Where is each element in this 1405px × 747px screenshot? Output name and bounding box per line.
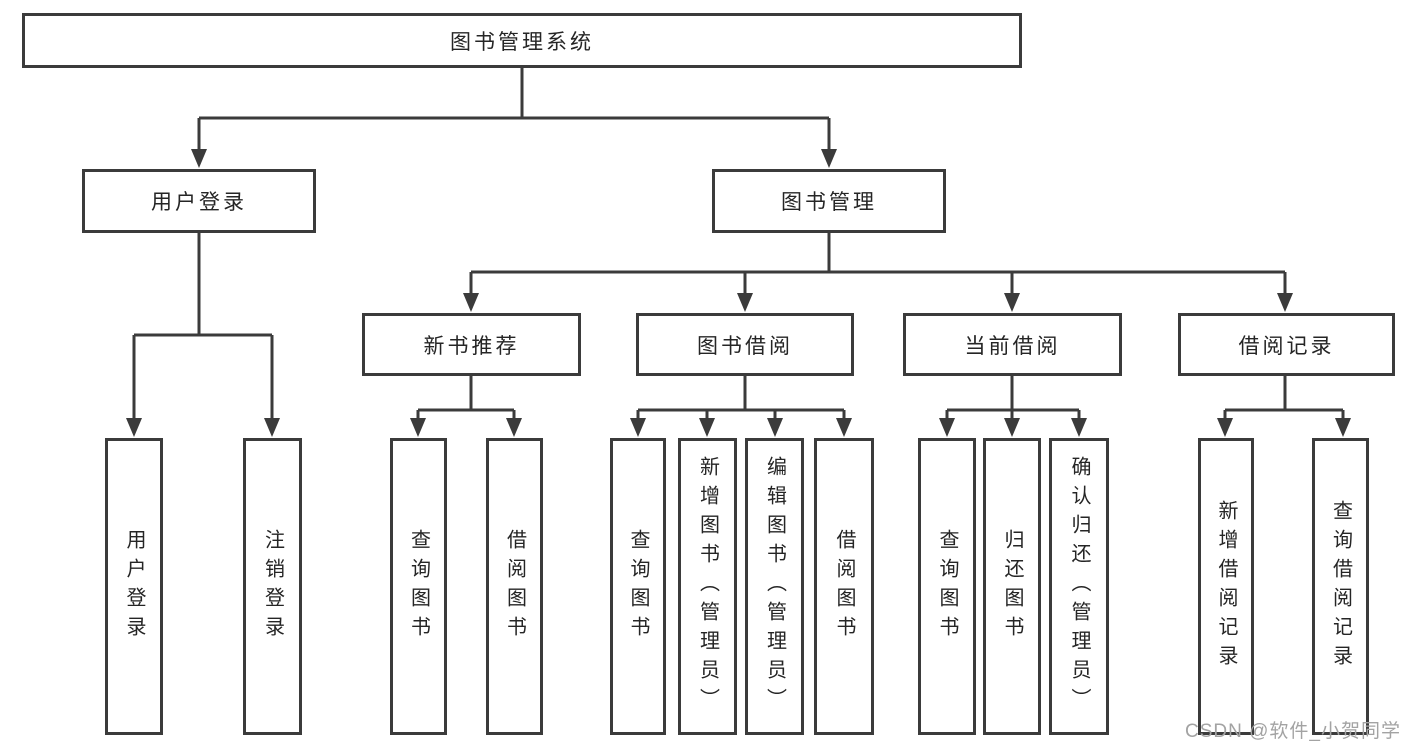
node-label: 借阅图书 xyxy=(503,528,526,645)
leaf-add-borrow-record: 新增借阅记录 xyxy=(1198,438,1254,735)
node-label: 归还图书 xyxy=(1001,528,1023,645)
leaf-logout: 注销登录 xyxy=(243,438,302,735)
node-label: 查询图书 xyxy=(936,528,958,645)
node-label: 当前借阅 xyxy=(964,334,1061,358)
node-label: 注销登录 xyxy=(261,528,284,645)
node-label: 图书管理 xyxy=(781,191,877,214)
node-label: 图书借阅 xyxy=(697,334,793,358)
node-label: 图书管理系统 xyxy=(450,30,594,54)
node-borrowing-records: 借阅记录 xyxy=(1178,313,1395,376)
node-label: 用户登录 xyxy=(151,191,247,214)
leaf-edit-book-admin: 编辑图书（管理员） xyxy=(745,438,804,735)
node-label: 用户登录 xyxy=(123,528,145,645)
watermark: CSDN @软件_小贺同学 xyxy=(1185,721,1401,742)
leaf-query-books-current: 查询图书 xyxy=(918,438,976,735)
node-label: 编辑图书（管理员） xyxy=(763,456,786,717)
node-new-book-recommendation: 新书推荐 xyxy=(362,313,581,376)
node-book-borrowing: 图书借阅 xyxy=(636,313,854,376)
node-library-management-system: 图书管理系统 xyxy=(22,13,1022,68)
leaf-add-book-admin: 新增图书（管理员） xyxy=(678,438,737,735)
node-label: 查询图书 xyxy=(407,528,430,645)
leaf-query-borrow-record: 查询借阅记录 xyxy=(1312,438,1369,735)
leaf-borrow-books-borrowing: 借阅图书 xyxy=(814,438,874,735)
leaf-borrow-books-recommend: 借阅图书 xyxy=(486,438,543,735)
node-label: 新书推荐 xyxy=(423,334,520,358)
node-user-login: 用户登录 xyxy=(82,169,316,233)
leaf-user-login: 用户登录 xyxy=(105,438,163,735)
node-book-management: 图书管理 xyxy=(712,169,946,233)
node-current-borrowing: 当前借阅 xyxy=(903,313,1122,376)
node-label: 借阅图书 xyxy=(833,528,855,645)
leaf-query-books-recommend: 查询图书 xyxy=(390,438,447,735)
leaf-query-books-borrowing: 查询图书 xyxy=(610,438,666,735)
node-label: 查询借阅记录 xyxy=(1329,499,1352,674)
node-label: 新增图书（管理员） xyxy=(696,456,719,717)
node-label: 查询图书 xyxy=(627,528,649,645)
node-label: 确认归还（管理员） xyxy=(1068,456,1090,717)
leaf-return-book: 归还图书 xyxy=(983,438,1041,735)
node-label: 新增借阅记录 xyxy=(1215,499,1237,674)
leaf-confirm-return-admin: 确认归还（管理员） xyxy=(1049,438,1109,735)
node-label: 借阅记录 xyxy=(1238,334,1335,358)
